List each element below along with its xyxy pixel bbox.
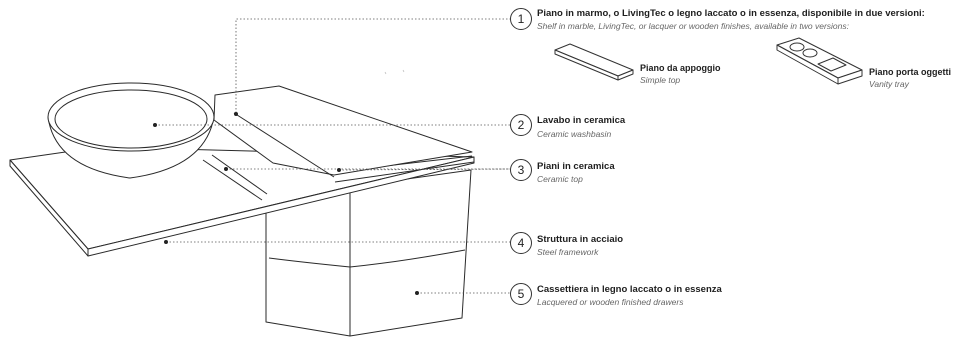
callout-subtitle: Steel framework xyxy=(537,247,599,257)
callout-number: 3 xyxy=(510,159,532,181)
callout-number: 4 xyxy=(510,232,532,254)
vanity-tray-illustration xyxy=(776,37,863,85)
callout-title: Lavabo in ceramica xyxy=(537,115,626,126)
drawer-cabinet xyxy=(265,169,472,337)
callout-subtitle: Shelf in marble, LivingTec, or lacquer o… xyxy=(537,21,849,31)
leader-lines xyxy=(155,18,511,294)
callout-subtitle: Lacquered or wooden finished drawers xyxy=(537,297,684,307)
tick-marks xyxy=(384,69,405,75)
ceramic-washbasin xyxy=(47,82,215,179)
version-subtitle: Vanity tray xyxy=(869,79,909,89)
callout-number: 5 xyxy=(510,283,532,305)
version-subtitle: Simple top xyxy=(640,75,681,85)
callout-number: 2 xyxy=(510,114,532,136)
callout-title: Struttura in acciaio xyxy=(537,234,624,245)
version-title: Piano da appoggio xyxy=(640,63,721,73)
callout-subtitle: Ceramic top xyxy=(537,174,583,184)
simple-top-illustration xyxy=(554,43,634,81)
callout-title: Piani in ceramica xyxy=(537,161,615,172)
callout-title: Piano in marmo, o LivingTec o legno lacc… xyxy=(537,8,925,19)
leader-dots xyxy=(153,112,419,295)
callout-subtitle: Ceramic washbasin xyxy=(537,129,612,139)
version-title: Piano porta oggetti xyxy=(869,67,951,77)
callout-number: 1 xyxy=(510,8,532,30)
callout-title: Cassettiera in legno laccato o in essenz… xyxy=(537,284,722,295)
